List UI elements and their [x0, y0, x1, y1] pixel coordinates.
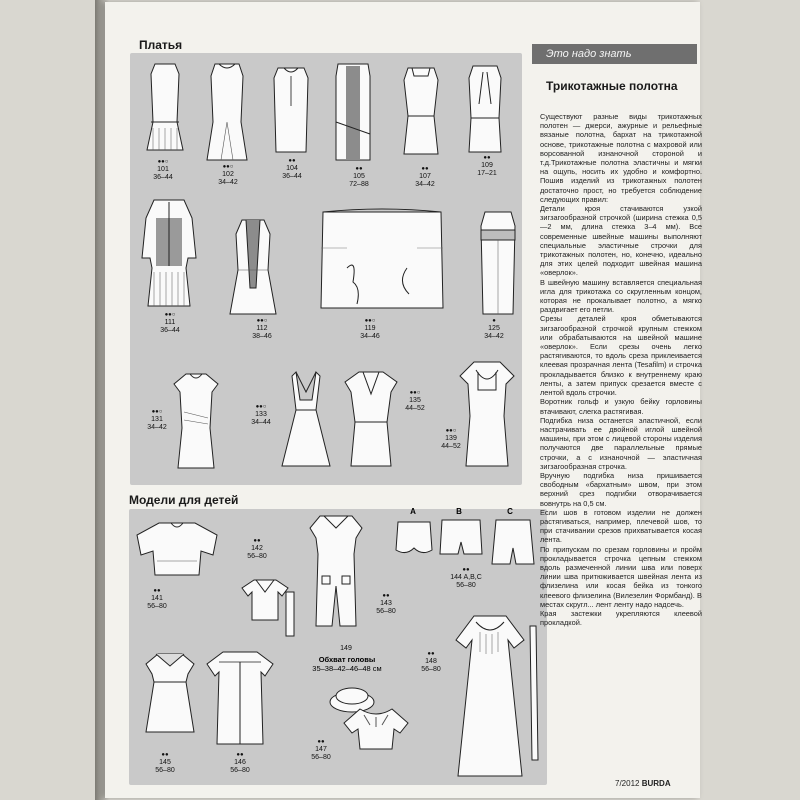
kids-146-drawing [203, 648, 277, 748]
dresses-section-title: Платья [139, 38, 183, 52]
sidebar-paragraph: Вручную подгибка низа пришивается свобод… [540, 470, 702, 508]
variant-b-label: B [456, 507, 462, 516]
dress-119-drawing [317, 208, 447, 312]
dress-125-drawing [477, 210, 519, 316]
dress-111-drawing [140, 198, 198, 310]
dress-101-drawing [143, 62, 187, 152]
sidebar-paragraph: В швейную машину вставляется специальная… [540, 277, 702, 315]
kids-142-bib-drawing [284, 590, 296, 638]
brand-name: BURDA [641, 779, 671, 788]
kids-section-title: Модели для детей [129, 493, 239, 507]
sidebar-paragraph: По припускам по срезам горловины и пройм… [540, 544, 702, 609]
kids-144-b-drawing [438, 518, 484, 558]
variant-a-label: A [410, 507, 416, 516]
dress-104-drawing [270, 66, 312, 156]
sidebar-title: Трикотажные полотна [546, 79, 678, 93]
dress-102-drawing [205, 62, 249, 162]
dress-135-drawing [341, 370, 401, 470]
sidebar-paragraph: Детали кроя стачиваются узкой зигзагообр… [540, 204, 702, 278]
dress-139-drawing [456, 360, 518, 470]
know-this-tag: Это надо знать [532, 44, 697, 64]
kids-141-drawing [135, 521, 219, 577]
sidebar-paragraph: Срезы деталей кроя обметываются зигзагоо… [540, 314, 702, 398]
kids-149-hat-drawing [328, 686, 376, 714]
kids-145-drawing [142, 650, 198, 736]
dress-131-drawing [170, 372, 222, 472]
kids-144-c-drawing [490, 518, 536, 568]
sidebar-paragraph: Если шов в готовом изделии не должен рас… [540, 507, 702, 545]
kids-147-drawing [342, 705, 410, 753]
dress-105-drawing [330, 62, 376, 162]
kids-143-drawing [306, 514, 366, 632]
variant-c-label: C [507, 507, 513, 516]
dress-112-drawing [228, 218, 278, 318]
dress-109-drawing [465, 64, 505, 156]
sidebar-paragraph: Края застежки укрепляются клеевой прокла… [540, 608, 702, 628]
kids-142-drawing [240, 578, 290, 622]
dress-107-drawing [398, 64, 444, 160]
dress-133-drawing [278, 370, 334, 470]
sidebar-paragraph: Подгибка низа останется эластичной, если… [540, 415, 702, 471]
page-footer: 7/2012 BURDA [615, 779, 671, 788]
kids-144-a-drawing [394, 520, 434, 558]
issue-number: 7/2012 [615, 779, 640, 788]
sidebar-paragraph: Воротник гольф и узкую бейку горловины в… [540, 397, 702, 416]
sidebar-article: Существуют разные виды трикотажных полот… [540, 112, 702, 627]
kids-148-drawing [450, 612, 530, 780]
kids-149-label: 149 [340, 645, 352, 652]
sidebar-paragraph: Существуют разные виды трикотажных полот… [540, 112, 702, 204]
kids-148-belt-drawing [526, 624, 542, 764]
